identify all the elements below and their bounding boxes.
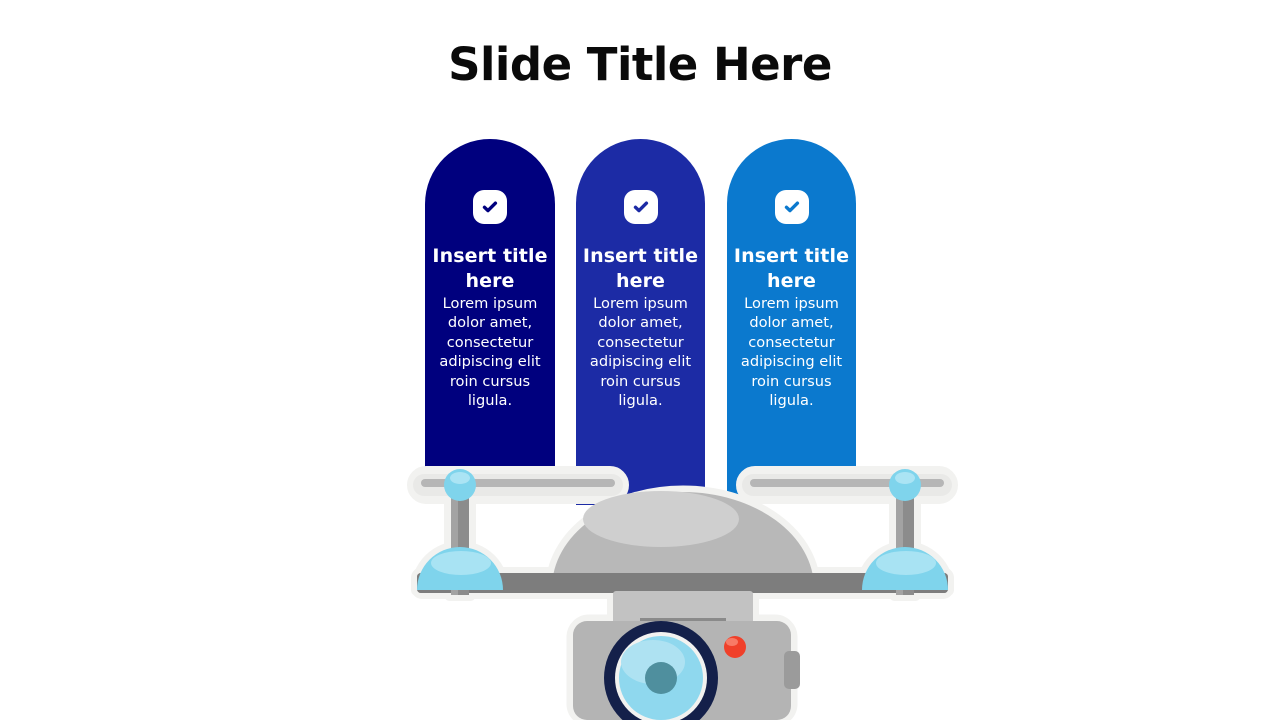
drone-dome-highlight [583, 491, 739, 547]
column-2-title: Insert title here [582, 245, 699, 293]
content-column-2[interactable]: Insert title here Lorem ipsum dolor amet… [576, 139, 705, 505]
column-3-body: Lorem ipsum dolor amet, consectetur adip… [740, 295, 843, 410]
check-icon [623, 190, 658, 224]
content-column-1[interactable]: Insert title here Lorem ipsum dolor amet… [425, 139, 555, 501]
column-1-body: Lorem ipsum dolor amet, consectetur adip… [439, 295, 541, 410]
check-icon [473, 190, 507, 224]
drone-camera-side-button [784, 651, 800, 689]
drone-camera-lens-center [645, 662, 677, 694]
column-2-body: Lorem ipsum dolor amet, consectetur adip… [589, 295, 692, 410]
column-3-title: Insert title here [733, 245, 850, 293]
content-column-3[interactable]: Insert title here Lorem ipsum dolor amet… [727, 139, 856, 501]
column-1-title: Insert title here [432, 245, 548, 293]
page-title: Slide Title Here [448, 38, 832, 91]
check-icon [774, 190, 809, 224]
drone-illustration [395, 455, 970, 720]
